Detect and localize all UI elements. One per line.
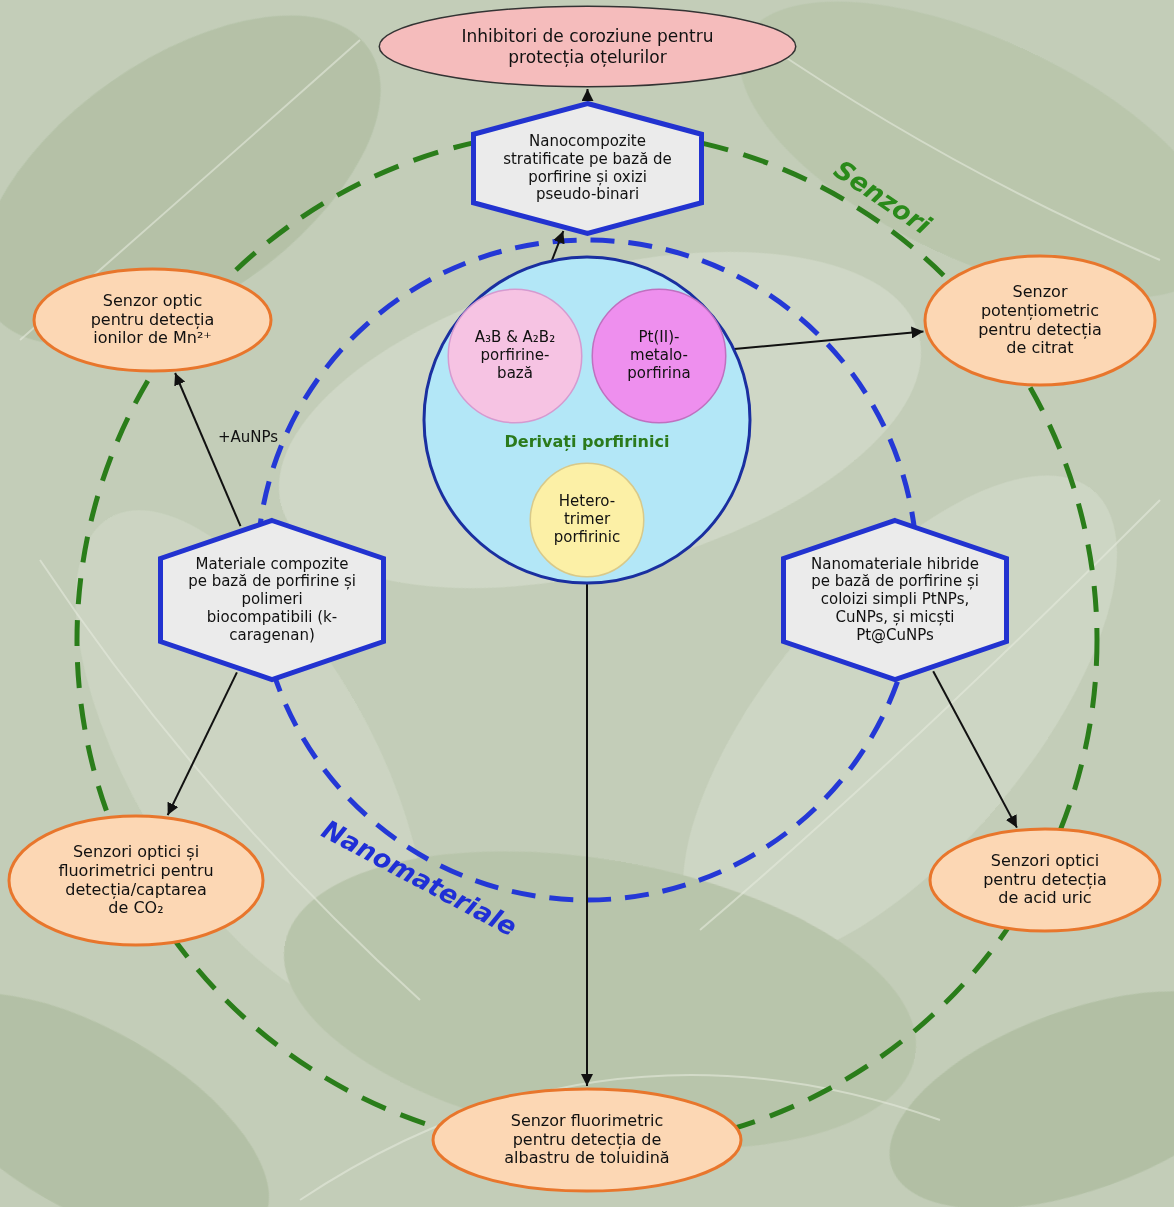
nanomaterial-hexagon-shape [784,521,1007,680]
leaf-vein [300,1075,940,1200]
node-text: Senzor optic pentru detecția ionilor de … [78,292,228,349]
sensor-ellipse: Senzor potențiometric pentru detecția de… [923,254,1157,387]
derivatives-circle-shape [424,257,750,583]
leaf-vein [760,40,1160,260]
node-text: Materiale compozite pe bază de porfirine… [187,556,357,644]
sensor-ellipse: Senzori optici și fluorimetrici pentru d… [7,814,265,947]
nanomaterial-hexagon: Materiale compozite pe bază de porfirine… [157,517,387,683]
porphyrin-circle-shape [448,289,582,423]
node-text: Senzor potențiometric pentru detecția de… [968,283,1113,359]
node-text: Nanomateriale hibride pe bază de porfiri… [810,556,980,644]
sensor-ellipse: Senzor optic pentru detecția ionilor de … [32,267,273,373]
porphyrin-circle-shape [530,463,644,577]
sensor-ellipse: Senzor fluorimetric pentru detecția de a… [431,1087,743,1193]
node-text: Hetero- trimer porfirinic [539,493,635,546]
sensor-ellipse-shape [9,816,263,945]
arrow-connector [175,373,240,526]
porphyrin-circle: Hetero- trimer porfirinic [529,462,645,578]
porphyrin-circle-shape [592,289,726,423]
arrow-connector [168,672,237,815]
arrow-connector [586,580,588,1086]
leaf-shape [861,947,1174,1207]
node-text: A₃B & A₂B₂ porfirine- bază [463,329,567,382]
arrow-connector [587,89,589,98]
node-text: Senzor fluorimetric pentru detecția de a… [487,1112,687,1169]
nanomaterial-hexagon: Nanocompozite stratificate pe bază de po… [470,100,705,237]
node-text: Pt(II)- metalo- porfirina [609,329,709,382]
leaf-veins [20,40,1160,1200]
sensor-ellipse: Senzori optici pentru detecția de acid u… [928,827,1162,933]
arrow-connector [729,331,924,349]
node-text: Senzori optici și fluorimetrici pentru d… [55,843,217,919]
nanomaterial-hexagon-shape [474,104,702,234]
sensor-ellipse-shape [930,829,1160,931]
sensor-ellipse-shape [925,256,1155,385]
porphyrin-circle: A₃B & A₂B₂ porfirine- bază [447,288,583,424]
node-text: Senzori optici pentru detecția de acid u… [973,852,1118,909]
node-text: Derivați porfirinici [505,433,670,452]
nanomaterial-hexagon-shape [161,521,384,680]
sensor-ellipse-shape [34,269,271,371]
leaf-shape [0,0,437,410]
leaf-shape [0,942,308,1207]
sensor-ellipse-shape [433,1089,741,1191]
leaf-shape [261,807,940,1194]
node-text: Inhibitori de coroziune pentru protecția… [450,26,725,66]
edge-label: +AuNPs [218,428,278,446]
node-text: Nanocompozite stratificate pe bază de po… [500,133,675,204]
application-ellipse-shape [379,6,796,87]
application-ellipse: Inhibitori de coroziune pentru protecția… [378,5,797,88]
derivatives-circle: Derivați porfirinici A₃B & A₂B₂ porfirine… [422,255,752,585]
arrow-connector [933,671,1017,827]
nanomaterial-hexagon: Nanomateriale hibride pe bază de porfiri… [780,517,1010,683]
porphyrin-circle: Pt(II)- metalo- porfirina [591,288,727,424]
